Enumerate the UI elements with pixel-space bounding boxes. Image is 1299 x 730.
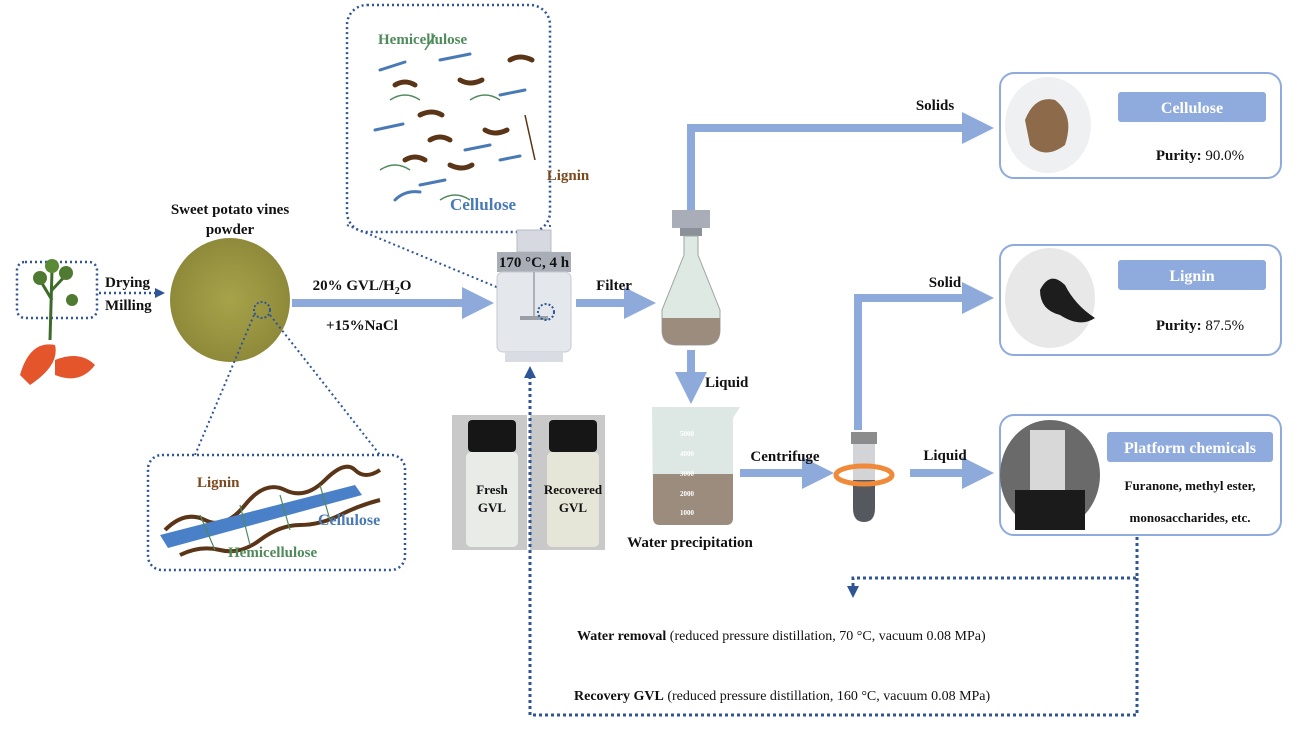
inset-cellulose-label: Cellulose: [318, 512, 380, 529]
solvent-label: 20% GVL/H2O: [313, 278, 412, 297]
solid-label: Solid: [929, 275, 962, 291]
platform-line-2: monosaccharides, etc.: [1130, 510, 1251, 525]
recovered-gvl-label-1: Recovered: [544, 482, 603, 497]
recovered-gvl-label-2: GVL: [559, 500, 588, 515]
fresh-gvl-label-2: GVL: [478, 500, 507, 515]
inset-top-hemicellulose-label: Hemicellulose: [378, 32, 467, 48]
solid-pipe: [854, 282, 994, 430]
reaction-condition-label: 170 °C, 4 h: [499, 255, 570, 271]
liquid-label-1: Liquid: [705, 375, 749, 391]
inset-top-cellulose-label: Cellulose: [450, 195, 517, 214]
milling-label: Milling: [105, 298, 152, 314]
gvl-vials-photo: Fresh GVL Recovered GVL: [452, 415, 605, 550]
inset-hemicellulose-label: Hemicellulose: [228, 545, 317, 561]
centrifuge-tube-icon: [833, 432, 895, 522]
inset-top-lignin-label: Lignin: [547, 168, 590, 184]
lignin-purity: Purity: 87.5%: [1156, 318, 1244, 334]
inset-lignin-label: Lignin: [197, 475, 240, 491]
filter-label: Filter: [596, 278, 632, 294]
solids-pipe: [687, 112, 994, 210]
powder-title-1: Sweet potato vines: [171, 202, 289, 218]
beaker-tick: 2000: [680, 490, 695, 498]
beaker-tick: 4000: [680, 450, 695, 458]
filter-flask-icon: [661, 210, 721, 346]
lignin-label: Lignin: [1169, 268, 1214, 285]
reactor-icon: [496, 229, 572, 362]
recovery-gvl-text: Recovery GVL (reduced pressure distillat…: [574, 689, 991, 704]
water-removal-text: Water removal (reduced pressure distilla…: [577, 629, 986, 644]
cellulose-purity: Purity: 90.0%: [1156, 148, 1244, 164]
cellulose-label: Cellulose: [1161, 100, 1223, 117]
drying-label: Drying: [105, 275, 151, 291]
centrifuge-label: Centrifuge: [750, 449, 819, 465]
powder-title-2: powder: [206, 222, 255, 238]
beaker-icon: 5000 4000 3000 2000 1000: [652, 407, 740, 525]
lignocellulose-structure-inset: Lignin Cellulose Hemicellulose: [146, 453, 407, 572]
fresh-gvl-label-1: Fresh: [476, 482, 508, 497]
beaker-tick: 5000: [680, 430, 695, 438]
cellulose-product-card: Cellulose Purity: 90.0%: [999, 72, 1282, 179]
beaker-tick: 3000: [680, 470, 695, 478]
water-precipitation-label: Water precipitation: [627, 535, 753, 551]
gvl-recycle-dotted-arrow: [524, 366, 1139, 717]
platform-chemicals-label: Platform chemicals: [1124, 440, 1256, 457]
powder-image: [170, 238, 290, 362]
lignin-product-card: Lignin Purity: 87.5%: [999, 244, 1282, 356]
liquid-label-2: Liquid: [923, 448, 967, 464]
platform-chemicals-card: Platform chemicals Furanone, methyl este…: [999, 414, 1282, 536]
solids-label: Solids: [916, 98, 955, 114]
beaker-tick: 1000: [680, 509, 695, 517]
platform-line-1: Furanone, methyl ester,: [1125, 478, 1256, 493]
sweet-potato-plant-icon: [15, 259, 99, 385]
water-removal-dotted-arrow: [847, 537, 1139, 598]
dissolved-structure-inset: Hemicellulose Lignin Cellulose: [345, 3, 590, 234]
salt-label: +15%NaCl: [326, 318, 398, 334]
